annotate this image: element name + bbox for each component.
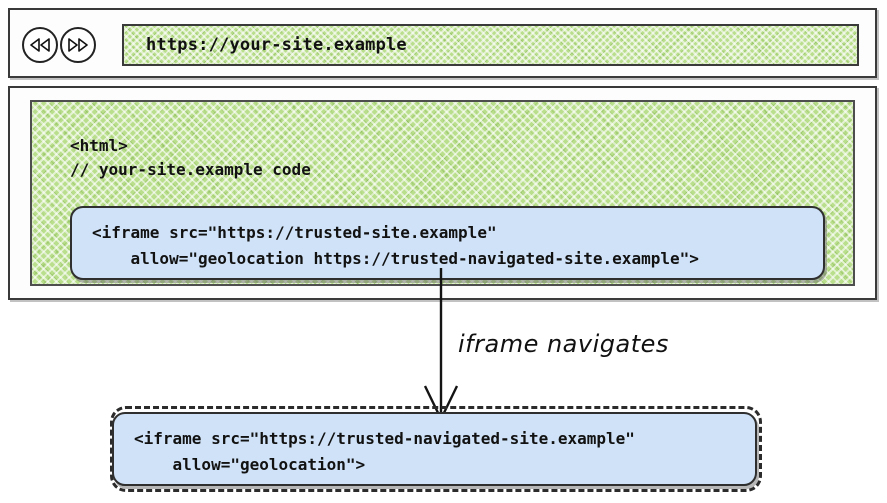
navigated-iframe-line-2: allow="geolocation"> — [134, 455, 366, 474]
back-button[interactable] — [22, 27, 58, 63]
host-code-line-2: // your-site.example code — [70, 160, 311, 179]
navigation-buttons — [22, 27, 96, 63]
address-bar-url: https://your-site.example — [146, 35, 407, 55]
embedded-iframe-block: <iframe src="https://trusted-site.exampl… — [70, 206, 825, 280]
navigated-iframe-block: <iframe src="https://trusted-navigated-s… — [112, 412, 757, 486]
rewind-icon — [29, 38, 51, 52]
fast-forward-icon — [67, 38, 89, 52]
navigated-iframe-outline — [110, 406, 762, 492]
annotation-label: iframe navigates — [458, 330, 669, 358]
browser-toolbar: https://your-site.example — [8, 8, 877, 78]
address-bar[interactable]: https://your-site.example — [122, 24, 859, 66]
host-code-line-1: <html> — [70, 136, 128, 155]
forward-button[interactable] — [60, 27, 96, 63]
navigated-iframe-line-1: <iframe src="https://trusted-navigated-s… — [134, 429, 635, 448]
embedded-iframe-line-2: allow="geolocation https://trusted-navig… — [92, 249, 699, 268]
browser-window: https://your-site.example <html> // your… — [8, 8, 877, 300]
host-page-code: <html> // your-site.example code — [70, 134, 311, 182]
embedded-iframe-line-1: <iframe src="https://trusted-site.exampl… — [92, 223, 497, 242]
browser-viewport: <html> // your-site.example code <iframe… — [8, 86, 877, 300]
host-page-content: <html> // your-site.example code <iframe… — [30, 100, 855, 286]
